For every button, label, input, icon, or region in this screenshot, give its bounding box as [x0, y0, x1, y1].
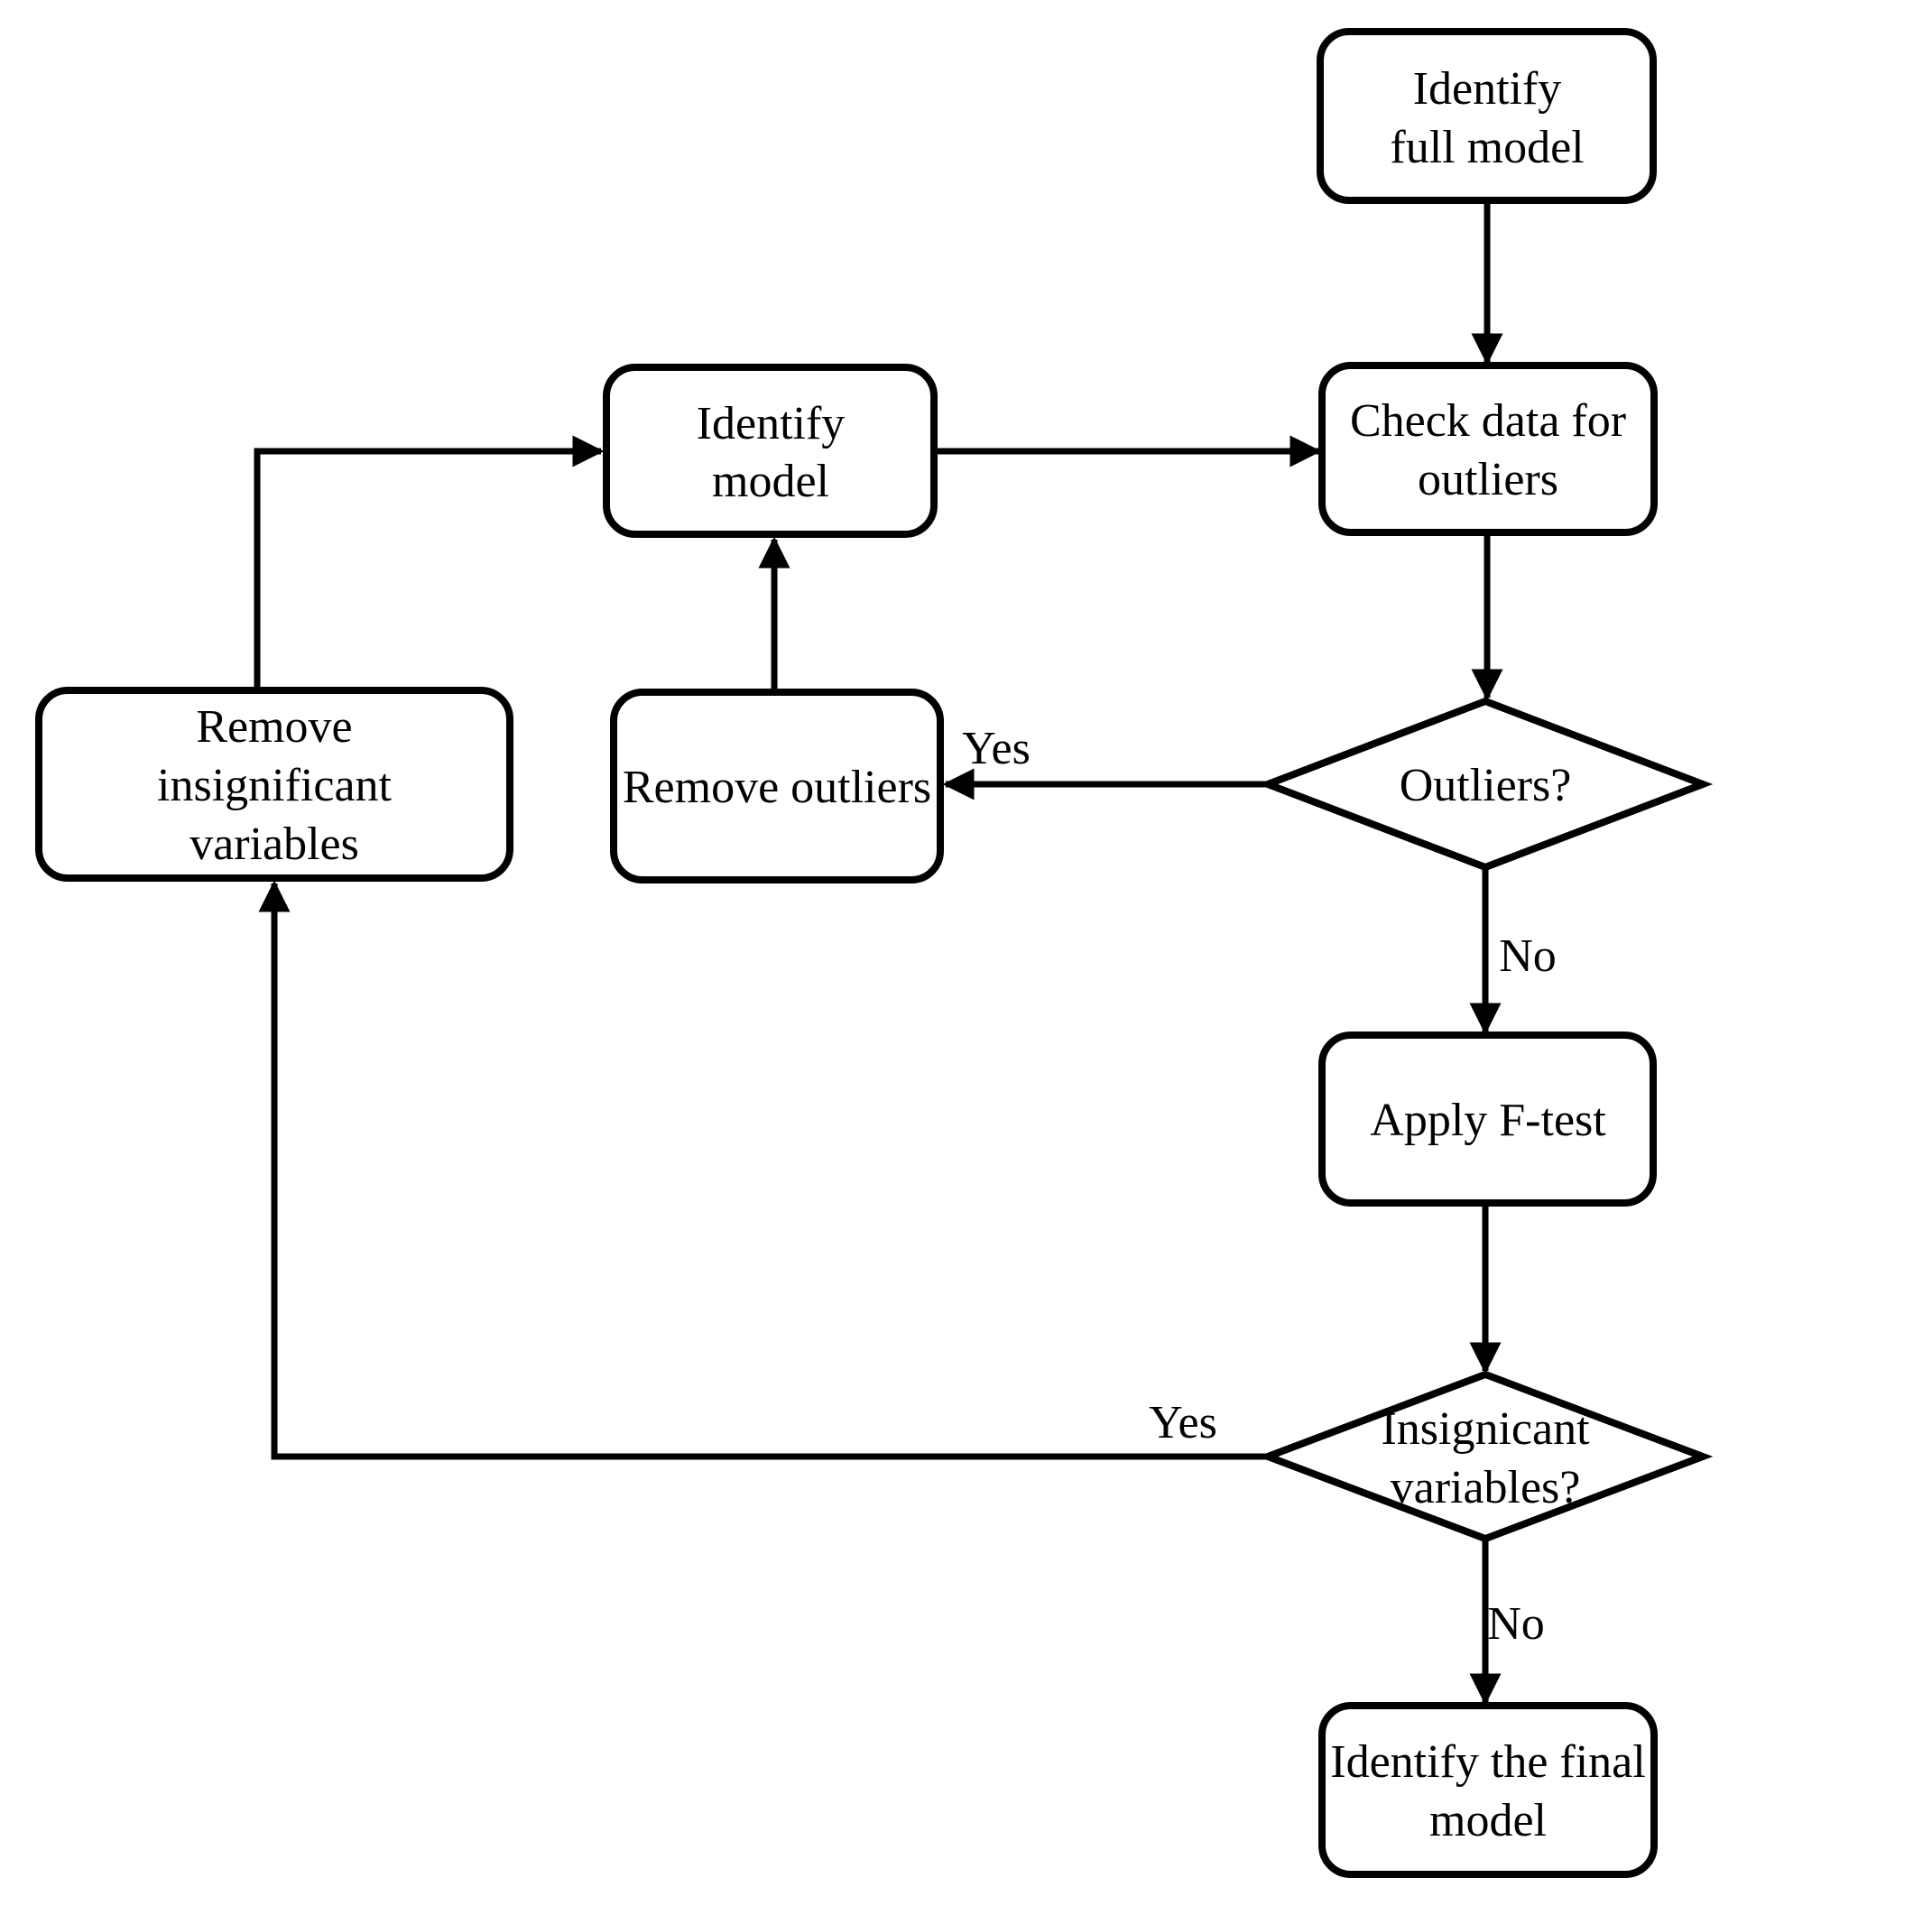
process-box — [1318, 362, 1658, 536]
process-box — [603, 364, 938, 538]
edge-insignificant-yes-to-remove-insignificant — [258, 880, 1268, 1460]
node-label-line: Apply F-test — [1370, 1095, 1606, 1146]
process-box — [35, 687, 513, 882]
node-label-line: Check data for — [1350, 395, 1626, 447]
node-remove-insignificant-variables: Remove insignificant variables — [35, 687, 513, 882]
node-label-line: model — [712, 456, 829, 507]
node-identify-the-final-model: Identify the final model — [1318, 1702, 1658, 1878]
node-remove-outliers: Remove outliers — [610, 689, 944, 883]
edge-label-outliers-no: No — [1499, 930, 1557, 982]
node-label-line: insignificant — [157, 760, 393, 811]
node-label-line: full model — [1390, 122, 1584, 173]
node-outliers-decision: Outliers? — [1257, 697, 1714, 872]
node-insignificant-variables-decision: Insignicant variables? — [1257, 1370, 1714, 1543]
node-label-line: Identify — [1413, 63, 1562, 115]
node-label-line: outliers — [1418, 454, 1558, 505]
node-label-line: Outliers? — [1400, 760, 1572, 811]
edge-label-insignificant-no: No — [1487, 1598, 1545, 1650]
edge-label-outliers-yes: Yes — [962, 723, 1031, 774]
node-check-data-for-outliers: Check data for outliers — [1318, 362, 1658, 536]
node-label-line: Insignicant — [1381, 1403, 1590, 1455]
process-box — [1318, 1032, 1657, 1207]
edge-remove-insignificant-to-identify-model — [254, 435, 605, 690]
decision-diamond — [1257, 697, 1714, 872]
node-label-line: Remove outliers — [623, 762, 931, 813]
process-box — [610, 689, 944, 883]
process-box — [1317, 28, 1657, 204]
node-identify-model: Identify model — [603, 364, 938, 538]
edge-label-insignificant-yes: Yes — [1149, 1397, 1217, 1448]
node-label-line: Identify — [697, 398, 846, 449]
node-label-line: Remove — [196, 701, 352, 753]
process-box — [1318, 1702, 1658, 1878]
node-label-line: variables — [190, 819, 359, 870]
decision-diamond — [1257, 1370, 1714, 1543]
node-label-line: Identify the final — [1330, 1736, 1645, 1788]
node-apply-f-test: Apply F-test — [1318, 1032, 1657, 1207]
node-label-line: variables? — [1391, 1462, 1581, 1513]
node-identify-full-model: Identify full model — [1317, 28, 1657, 204]
node-label-line: model — [1429, 1795, 1547, 1846]
